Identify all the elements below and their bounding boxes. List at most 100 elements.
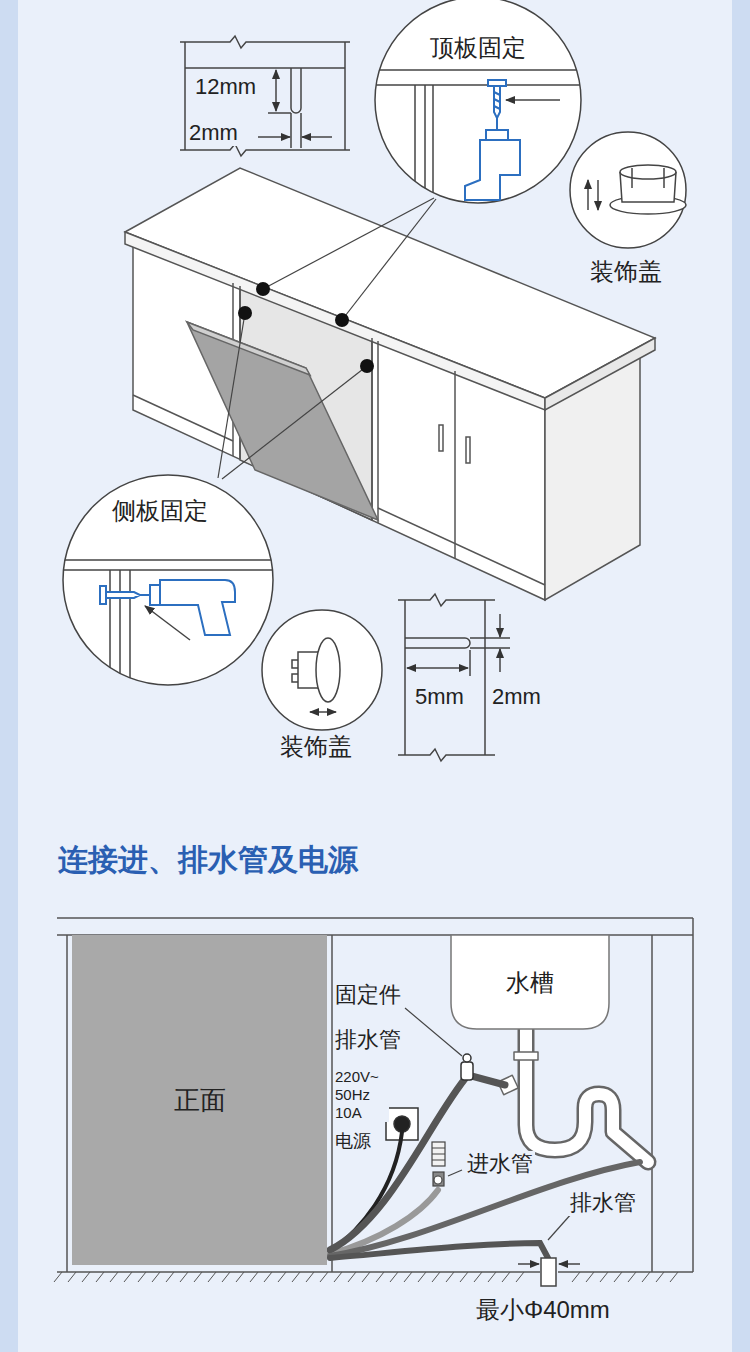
illustration-part xyxy=(263,198,434,289)
illustration-part xyxy=(518,1263,539,1265)
illustration-part xyxy=(499,649,501,672)
illustration-part xyxy=(407,667,468,669)
power-spec: 220V~ 50Hz 10A xyxy=(333,1068,389,1122)
illustration-part xyxy=(109,570,111,690)
hatch-stroke xyxy=(656,1272,664,1282)
hatch-stroke xyxy=(404,1272,412,1282)
illustration-part xyxy=(692,918,694,1272)
illustration-part xyxy=(145,606,190,640)
dimension-label: 12mm xyxy=(193,74,258,100)
illustration-part xyxy=(119,570,121,690)
hatch-stroke xyxy=(292,1272,300,1282)
label-leaders xyxy=(405,1008,572,1240)
decor-cap-top xyxy=(588,165,686,214)
illustration-part xyxy=(398,749,495,761)
illustration-part xyxy=(494,86,500,118)
illustration-part xyxy=(432,85,434,210)
hatch-stroke xyxy=(334,1272,342,1282)
side-fixing-detail xyxy=(60,560,276,690)
part-label: 排水管 xyxy=(568,1190,638,1216)
illustration-part xyxy=(620,165,676,179)
illustration-part xyxy=(57,917,693,919)
illustration-part xyxy=(526,1030,648,1162)
illustration-part xyxy=(377,341,379,523)
hatch-stroke xyxy=(488,1272,496,1282)
illustration-part xyxy=(330,1243,548,1258)
hatch-stroke xyxy=(390,1272,398,1282)
illustration-part xyxy=(597,180,599,210)
hatch-stroke xyxy=(600,1272,608,1282)
callout-title: 顶板固定 xyxy=(428,34,528,63)
illustration-part xyxy=(57,1271,693,1273)
illustration-part xyxy=(587,180,589,210)
dimension-label: 2mm xyxy=(187,120,240,146)
floor-hatch xyxy=(54,1272,678,1282)
slot-detail-top xyxy=(180,36,350,156)
illustration-part xyxy=(106,592,140,598)
illustration-part xyxy=(160,580,235,635)
decor-cap-side xyxy=(292,638,340,712)
hatch-stroke xyxy=(68,1272,76,1282)
callout-leaders xyxy=(218,198,436,479)
hatch-stroke xyxy=(362,1272,370,1282)
illustration-part xyxy=(258,136,290,138)
illustration-part xyxy=(484,600,486,755)
hatch-stroke xyxy=(642,1272,650,1282)
part-label: 装饰盖 xyxy=(588,258,664,287)
illustration-part xyxy=(60,569,276,571)
hatch-stroke xyxy=(138,1272,146,1282)
hatch-stroke xyxy=(474,1272,482,1282)
part-label: 装饰盖 xyxy=(278,733,354,762)
illustration-part xyxy=(506,99,560,101)
illustration-part xyxy=(651,935,653,1272)
cap-circle-top xyxy=(570,132,686,248)
illustration-part xyxy=(448,1170,462,1176)
illustration-part xyxy=(335,313,349,327)
illustration-part xyxy=(486,130,508,140)
hatch-stroke xyxy=(320,1272,328,1282)
hatch-stroke xyxy=(236,1272,244,1282)
installation-frame xyxy=(57,918,693,1272)
illustration-part xyxy=(526,1030,648,1162)
illustration-part xyxy=(370,70,590,210)
illustration-part xyxy=(60,560,276,690)
fixing-dots xyxy=(238,282,374,373)
slot-detail-side xyxy=(398,594,510,761)
illustration-part xyxy=(370,69,590,71)
hatch-stroke xyxy=(446,1272,454,1282)
illustration-part xyxy=(184,42,186,150)
illustration-part xyxy=(187,322,310,375)
illustration-part xyxy=(218,313,245,478)
hatch-stroke xyxy=(152,1272,160,1282)
illustration-part xyxy=(499,614,501,637)
node-text: 水槽 xyxy=(506,967,554,999)
illustration-part xyxy=(404,600,406,755)
hatch-stroke xyxy=(180,1272,188,1282)
illustration-part xyxy=(66,935,68,1272)
illustration-part xyxy=(238,306,252,320)
illustration-part xyxy=(180,36,350,48)
illustration-part xyxy=(370,84,590,86)
inlet-valve xyxy=(432,1142,445,1186)
floor-drain xyxy=(518,1258,580,1286)
part-label: 电源 xyxy=(333,1131,373,1153)
hatch-stroke xyxy=(306,1272,314,1282)
illustration-part xyxy=(432,1148,445,1160)
illustration-part xyxy=(548,1213,572,1240)
illustration-part xyxy=(559,1263,580,1265)
illustration-part xyxy=(394,1116,410,1132)
illustration-part xyxy=(292,660,298,682)
part-label: 固定件 xyxy=(333,982,403,1008)
illustration-part xyxy=(100,580,235,635)
illustration-part xyxy=(129,570,131,690)
hatch-stroke xyxy=(54,1272,62,1282)
illustration-part xyxy=(344,42,346,150)
side-fixing-circle xyxy=(63,475,273,685)
illustration-part xyxy=(378,508,545,585)
hatch-stroke xyxy=(502,1272,510,1282)
dimension-label: 最小Φ40mm xyxy=(474,1296,612,1325)
hatch-stroke xyxy=(614,1272,622,1282)
node-text: 正面 xyxy=(174,1083,226,1118)
illustration-part xyxy=(125,232,545,410)
